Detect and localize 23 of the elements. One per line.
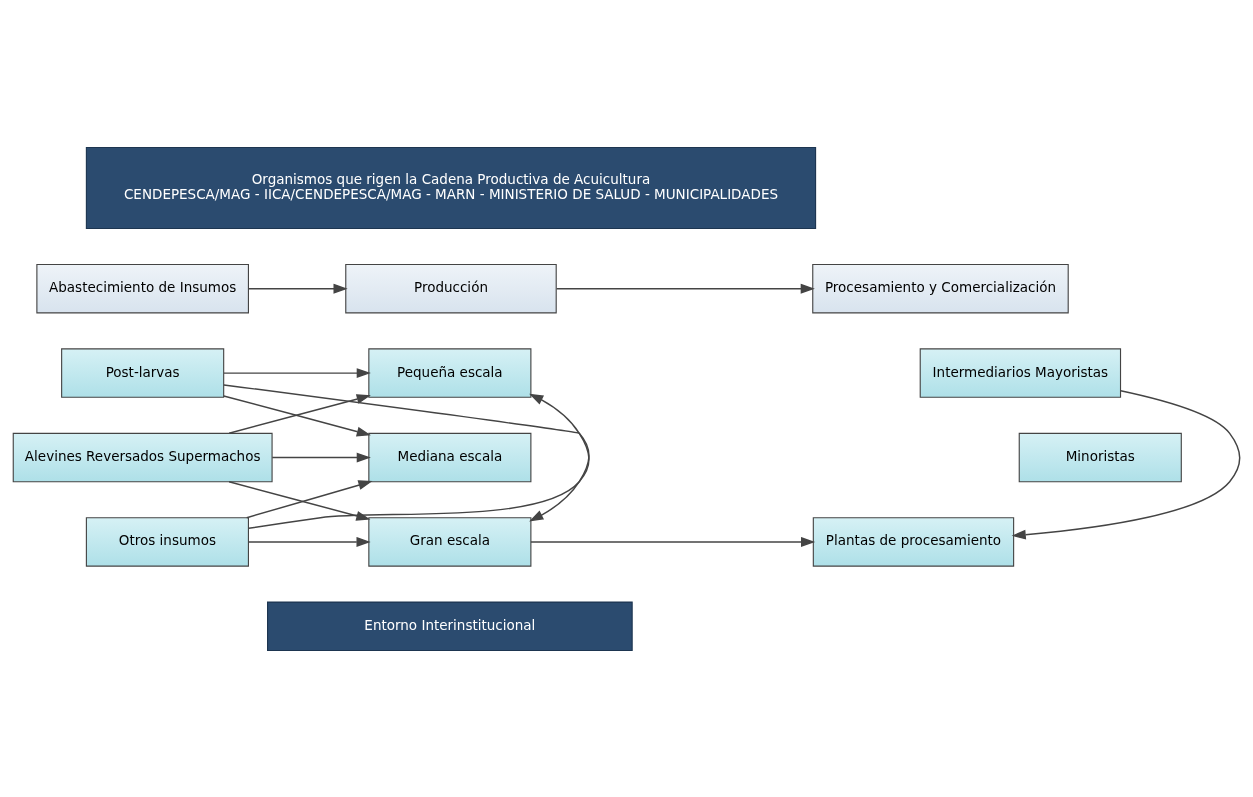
- node-box: Mediana escala: [368, 432, 532, 482]
- arrow: [247, 536, 371, 547]
- node-box: Otros insumos: [85, 516, 249, 567]
- arrow: [1011, 389, 1241, 540]
- node-box: Abastecimiento de Insumos: [36, 263, 249, 313]
- arrow: [248, 393, 590, 529]
- node-box: Post-larvas: [61, 347, 225, 398]
- node-box: Pequeña escala: [368, 347, 532, 398]
- node-box: Plantas de procesamiento: [812, 516, 1015, 567]
- node-box: Producción: [345, 263, 557, 313]
- arrow: [530, 536, 816, 547]
- node-box: Entorno Interinstitucional: [267, 601, 633, 651]
- node-box: Organismos que rigen la Cadena Productiva de Acuicultura CENDEPESCA/MAG - IICA/CENDEPESCA/MAG - MARN - MINISTERIO DE SALUD - MUNICIPALIDADES: [85, 146, 817, 229]
- node-box: Intermediarios Mayoristas: [919, 347, 1122, 398]
- arrow: [246, 479, 373, 518]
- node-box: Gran escala: [368, 516, 532, 567]
- node-box: Minoristas: [1018, 432, 1182, 482]
- arrow: [271, 452, 371, 462]
- node-box: Alevines Reversados Supermachos: [12, 432, 273, 482]
- node-box: Procesamiento y Comercialización: [812, 263, 1069, 313]
- arrow: [223, 367, 371, 378]
- arrow: [247, 283, 348, 294]
- arrow: [555, 283, 815, 294]
